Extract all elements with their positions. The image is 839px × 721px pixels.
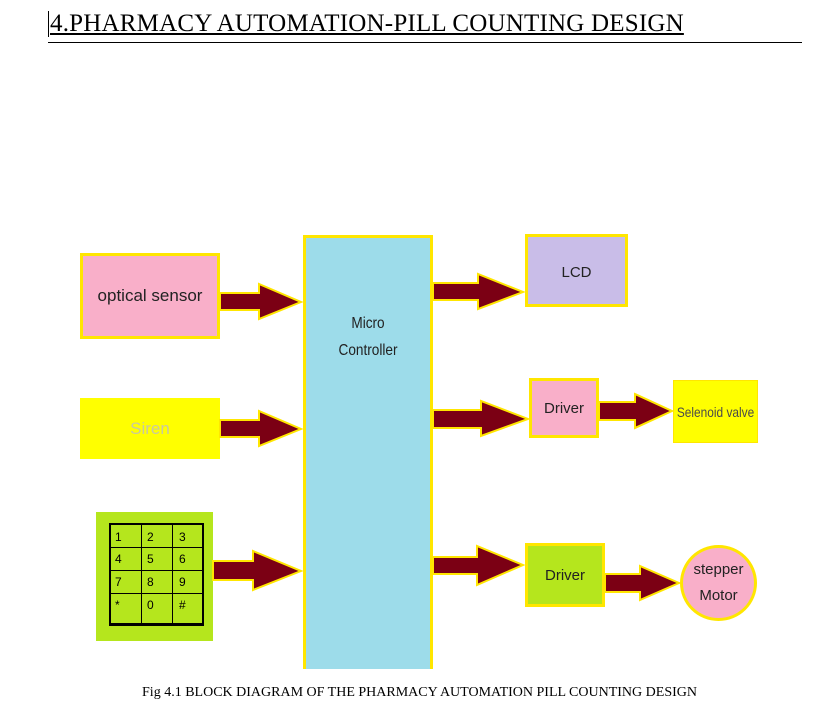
keypad-grid: 1 2 3 4 5 6 7 8 9 * 0 # — [109, 523, 204, 626]
keypad-key: * — [115, 598, 120, 612]
text-cursor — [48, 11, 49, 37]
keypad-key: 9 — [179, 575, 186, 589]
keypad-divider — [141, 525, 142, 623]
arrow-sensor-to-controller — [219, 282, 304, 321]
microcontroller-block: Micro Controller — [303, 235, 433, 669]
keypad-key: 5 — [147, 552, 154, 566]
stepper-motor-label-1: stepper — [693, 561, 744, 578]
keypad-key: # — [179, 598, 186, 612]
stepper-motor-label-2: Motor — [699, 587, 738, 604]
optical-sensor-block: optical sensor — [80, 253, 220, 339]
keypad-key: 6 — [179, 552, 186, 566]
keypad-divider — [111, 570, 202, 571]
solenoid-valve-label: Selenoid valve — [676, 403, 755, 420]
arrow-driver-to-solenoid — [598, 392, 675, 430]
keypad-divider — [111, 593, 202, 594]
arrow-controller-to-driver-bottom — [432, 544, 526, 587]
arrow-driver-to-stepper — [604, 564, 682, 602]
keypad-block: 1 2 3 4 5 6 7 8 9 * 0 # — [96, 512, 213, 641]
solenoid-valve-block: Selenoid valve — [673, 380, 758, 443]
optical-sensor-label: optical sensor — [97, 286, 203, 305]
keypad-key: 0 — [147, 598, 154, 612]
keypad-divider — [172, 525, 173, 623]
keypad-key: 7 — [115, 575, 122, 589]
lcd-block: LCD — [525, 234, 628, 307]
driver-bottom-block: Driver — [525, 543, 605, 607]
microcontroller-label-1: Micro — [351, 315, 385, 332]
keypad-key: 2 — [147, 530, 154, 544]
arrow-siren-to-controller — [219, 409, 304, 448]
keypad-key: 3 — [179, 530, 186, 544]
siren-block: Siren — [80, 398, 220, 459]
microcontroller-label-2: Controller — [338, 342, 398, 359]
arrow-keypad-to-controller — [212, 549, 304, 592]
keypad-divider — [111, 547, 202, 548]
driver-bottom-label: Driver — [545, 566, 585, 584]
arrow-controller-to-driver-top — [432, 399, 531, 438]
driver-top-block: Driver — [529, 378, 599, 438]
driver-top-label: Driver — [544, 399, 584, 417]
keypad-key: 1 — [115, 530, 122, 544]
page-heading: 4.PHARMACY AUTOMATION-PILL COUNTING DESI… — [50, 10, 684, 37]
figure-caption: Fig 4.1 BLOCK DIAGRAM OF THE PHARMACY AU… — [142, 685, 697, 700]
keypad-key: 4 — [115, 552, 122, 566]
arrow-controller-to-lcd — [432, 272, 526, 311]
heading-rule — [48, 42, 802, 43]
lcd-label: LCD — [561, 264, 592, 281]
siren-label: Siren — [130, 418, 170, 438]
keypad-key: 8 — [147, 575, 154, 589]
